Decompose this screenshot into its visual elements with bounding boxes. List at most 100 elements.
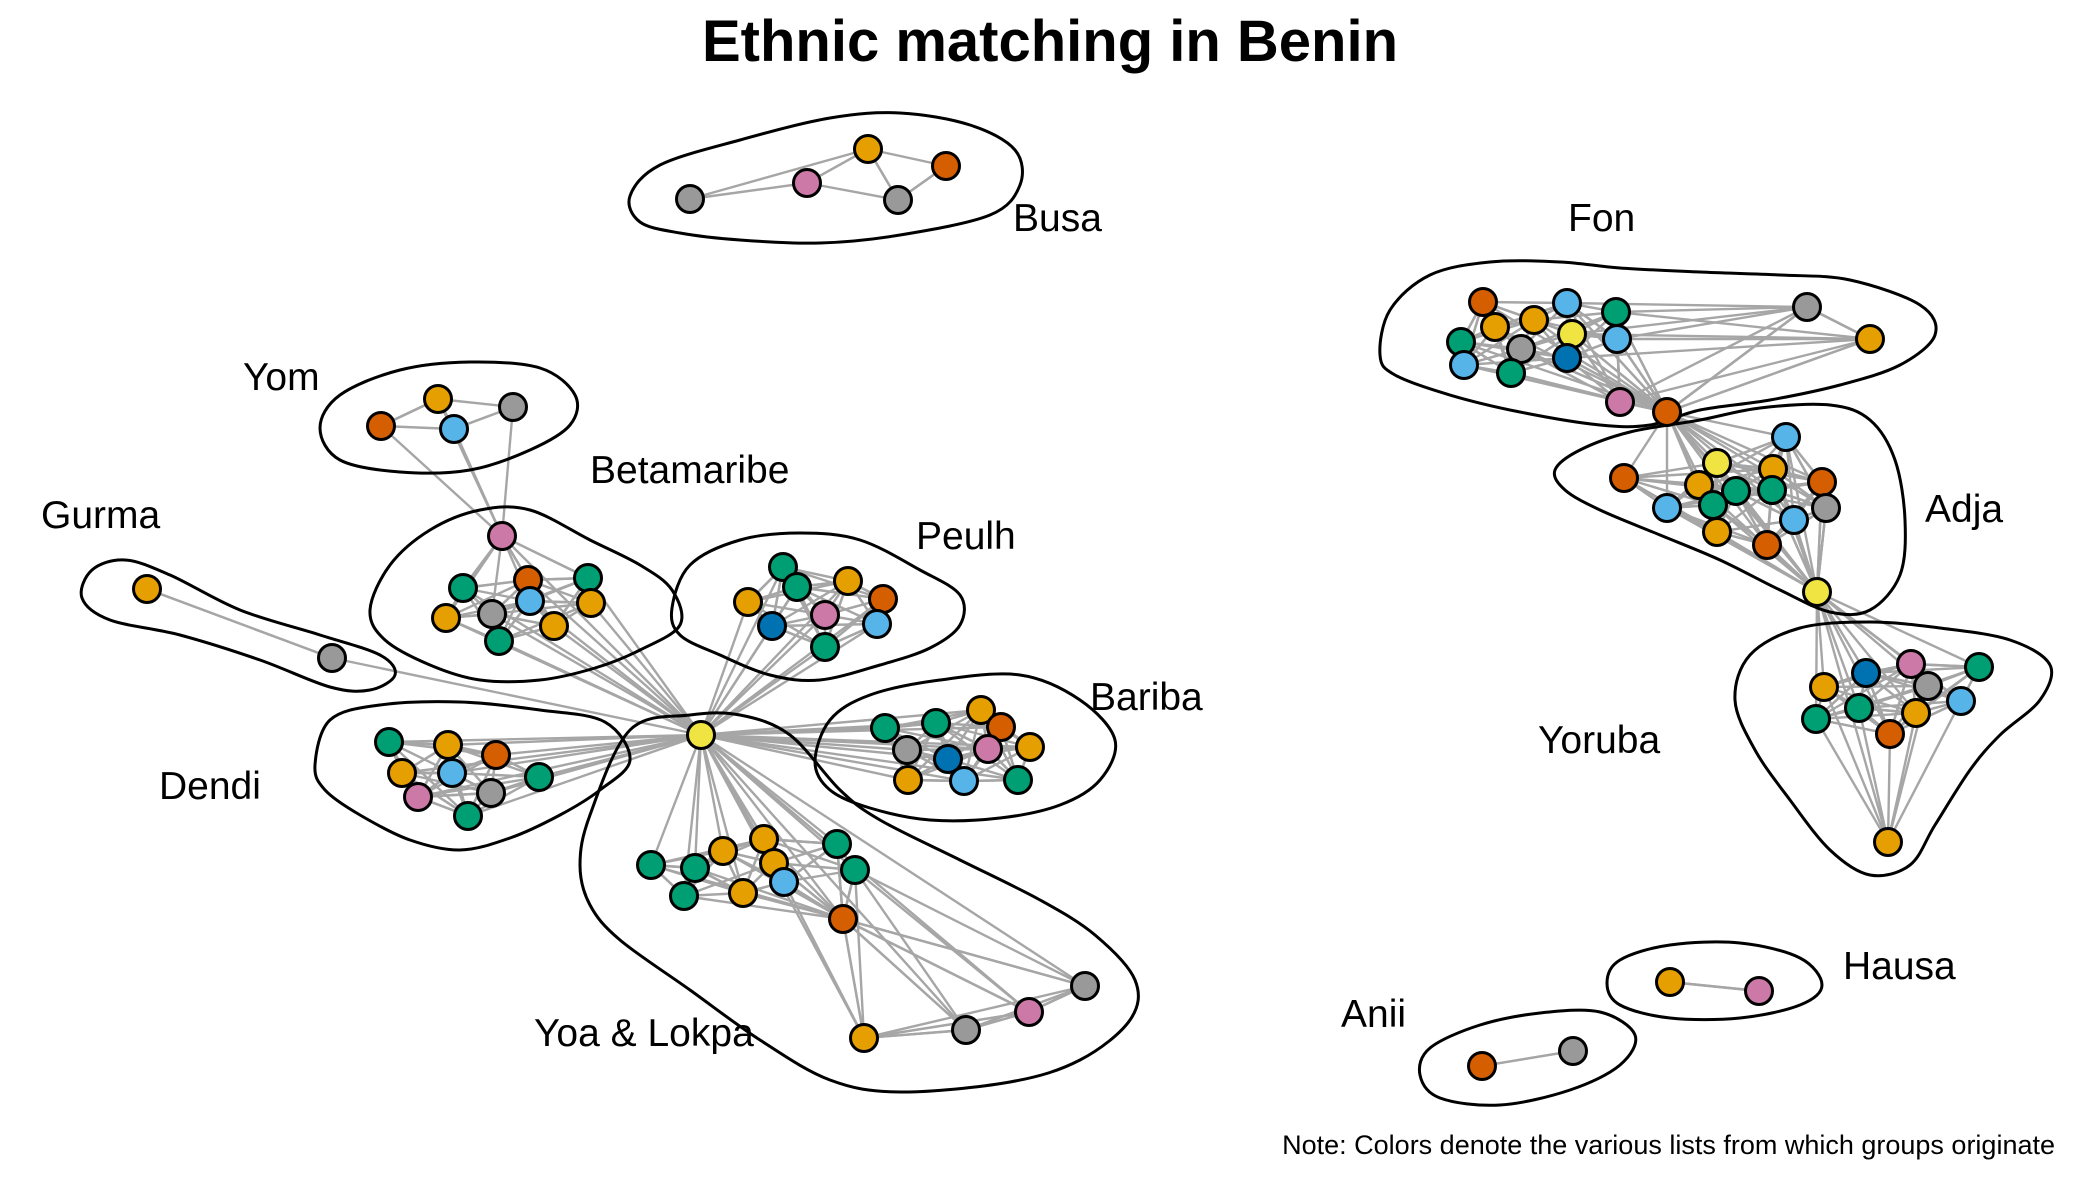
- node-betamaribe: [576, 588, 606, 618]
- node-fon: [1605, 387, 1635, 417]
- betamaribe-edge: [445, 535, 503, 619]
- node-peulh: [768, 552, 798, 582]
- node-hausa: [1655, 967, 1685, 997]
- betamaribe-edge: [501, 534, 589, 580]
- node-gurma: [317, 643, 347, 673]
- node-peulh: [757, 611, 787, 641]
- node-anii: [1467, 1051, 1497, 1081]
- bridge-edge: [1815, 591, 1892, 735]
- node-fon: [1792, 292, 1822, 322]
- node-adja: [1702, 517, 1732, 547]
- node-yoruba: [1875, 719, 1905, 749]
- node-yoa: [680, 853, 710, 883]
- yoa-edge: [853, 869, 866, 1039]
- hub-edge: [700, 646, 826, 736]
- hub-edge: [587, 577, 702, 736]
- edges-layer: [146, 147, 1981, 1068]
- node-peulh: [733, 587, 763, 617]
- busa-edge: [689, 147, 869, 201]
- node-bariba: [1003, 765, 1033, 795]
- bridge-edge: [380, 425, 503, 537]
- busa-edge: [689, 181, 808, 201]
- node-peulh: [782, 572, 812, 602]
- hub-edge: [699, 734, 725, 852]
- node-yoa: [1014, 997, 1044, 1027]
- footnote: Note: Colors denote the various lists fr…: [1282, 1130, 2055, 1160]
- hull-gurma: [79, 558, 397, 693]
- node-dendi: [453, 801, 483, 831]
- node-bariba: [986, 712, 1016, 742]
- hub-edge: [527, 579, 702, 736]
- hub-edge: [700, 726, 886, 737]
- group-label-betamaribe: Betamaribe: [590, 449, 789, 492]
- bridge-edge: [1520, 347, 1668, 414]
- node-center-hub: [686, 720, 716, 750]
- nodes-layer: [132, 134, 1994, 1081]
- bridge-edge: [1716, 530, 1818, 594]
- bridge-edge: [1571, 333, 1668, 413]
- node-yoruba: [1964, 652, 1994, 682]
- group-label-yoruba: Yoruba: [1538, 719, 1660, 762]
- bridge-edge: [742, 891, 844, 921]
- busa-edge: [806, 181, 899, 202]
- group-hulls-layer: [79, 111, 2054, 1107]
- node-adja: [1771, 422, 1801, 452]
- node-fon: [1449, 350, 1479, 380]
- node-yoruba: [1809, 672, 1839, 702]
- node-adja: [1757, 475, 1787, 505]
- node-busa: [853, 134, 883, 164]
- node-peulh: [833, 566, 863, 596]
- bridge-edge: [500, 406, 515, 537]
- group-label-yoa-lokpa: Yoa & Lokpa: [534, 1012, 754, 1055]
- node-yoa: [636, 850, 666, 880]
- hub-edge: [699, 625, 774, 736]
- bridge-edge: [1666, 306, 1808, 413]
- node-betamaribe: [487, 521, 517, 551]
- hull-yoa: [578, 711, 1140, 1094]
- yoa-edge: [863, 984, 1086, 1040]
- yoruba-edge: [1822, 686, 1890, 843]
- yoruba-edge: [1815, 662, 1912, 721]
- hull-yom: [318, 360, 580, 475]
- node-betamaribe: [484, 626, 514, 656]
- hull-bariba: [813, 672, 1118, 823]
- node-adja: [1811, 493, 1841, 523]
- yoa-edge: [854, 869, 967, 1031]
- node-dendi: [403, 782, 433, 812]
- node-fon: [1496, 358, 1526, 388]
- yoruba-edge: [1814, 718, 1890, 843]
- node-bariba: [933, 744, 963, 774]
- node-yoa: [840, 855, 870, 885]
- node-adja: [1752, 530, 1782, 560]
- fon-edge: [1615, 305, 1808, 314]
- hull-betamaribe: [368, 505, 684, 684]
- node-fon: [1652, 397, 1682, 427]
- hull-peulh: [669, 531, 966, 683]
- node-yoa: [708, 836, 738, 866]
- bridge-edge: [1566, 302, 1668, 413]
- hub-edge: [498, 639, 702, 737]
- node-fon: [1519, 305, 1549, 335]
- hub-edge: [649, 734, 703, 866]
- fon-edge: [1615, 310, 1871, 341]
- node-gurma: [132, 574, 162, 604]
- node-busa: [792, 168, 822, 198]
- node-adja: [1802, 577, 1832, 607]
- hull-fon: [1378, 259, 1938, 429]
- bridge-edge: [841, 918, 866, 1039]
- node-betamaribe: [573, 563, 603, 593]
- node-adja: [1652, 493, 1682, 523]
- bridge-edge: [1533, 319, 1668, 413]
- bridge-edge: [1666, 411, 1768, 546]
- node-yom: [498, 392, 528, 422]
- bridge-edge: [842, 917, 1030, 1014]
- hub-edge: [700, 614, 826, 736]
- node-dendi: [481, 740, 511, 770]
- node-dendi: [374, 727, 404, 757]
- node-yoruba: [1844, 693, 1874, 723]
- bridge-edge: [683, 894, 844, 921]
- hull-adja: [1552, 402, 1907, 617]
- hub-edge: [490, 733, 702, 795]
- node-hausa: [1744, 976, 1774, 1006]
